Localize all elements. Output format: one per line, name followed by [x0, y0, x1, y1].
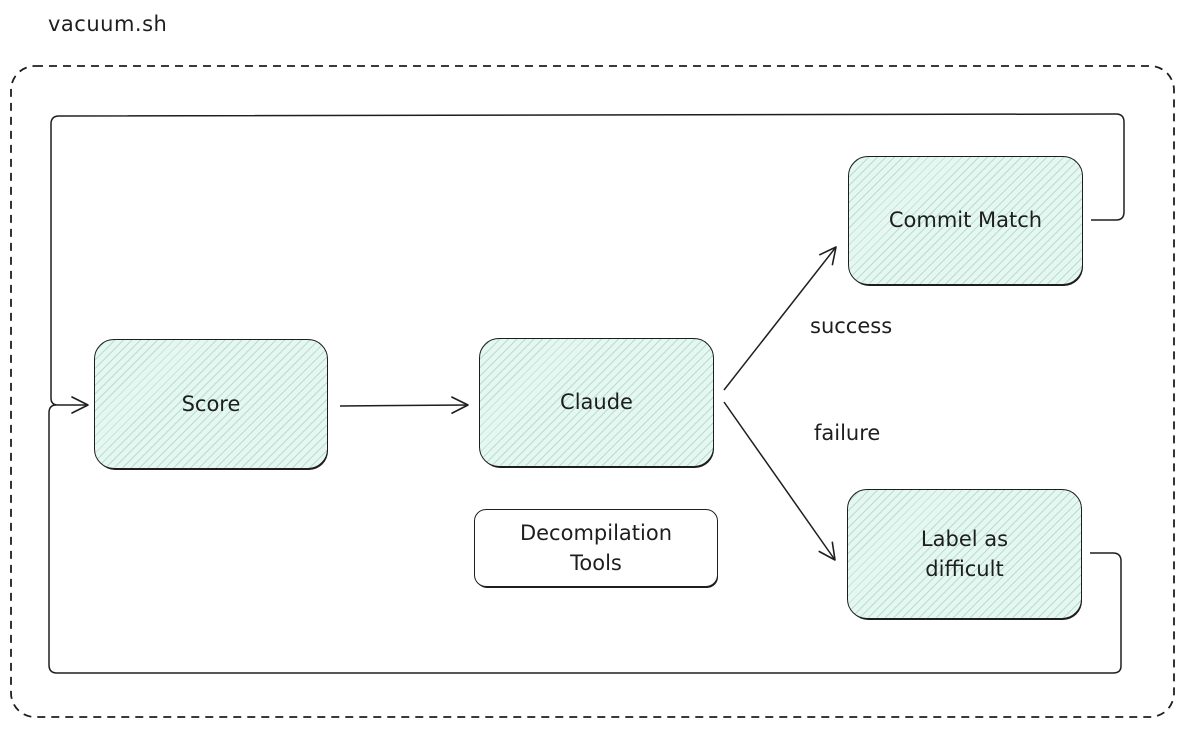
node-decompilation-tools-label: Decompilation Tools	[519, 520, 673, 575]
node-label-as-difficult[interactable]: Label as difficult	[847, 489, 1082, 619]
node-label-as-difficult-label: Label as difficult	[920, 526, 1009, 581]
node-score-label: Score	[181, 391, 241, 416]
arrow-commit-loop-to-score	[50, 113, 1125, 414]
node-score[interactable]: Score	[94, 339, 328, 469]
node-commit-match[interactable]: Commit Match	[848, 156, 1083, 285]
frame-title: vacuum.sh	[48, 12, 168, 36]
node-claude[interactable]: Claude	[479, 338, 714, 467]
node-commit-match-label: Commit Match	[888, 208, 1043, 233]
arrow-score-to-claude	[339, 396, 469, 414]
node-claude-label: Claude	[560, 390, 633, 415]
edge-label-success: success	[810, 314, 893, 338]
edge-label-failure: failure	[814, 421, 881, 445]
arrow-claude-to-commit	[723, 246, 837, 391]
arrow-claude-to-label	[723, 401, 836, 561]
node-decompilation-tools[interactable]: Decompilation Tools	[474, 509, 718, 587]
arrow-label-loop-to-score	[48, 404, 1122, 674]
